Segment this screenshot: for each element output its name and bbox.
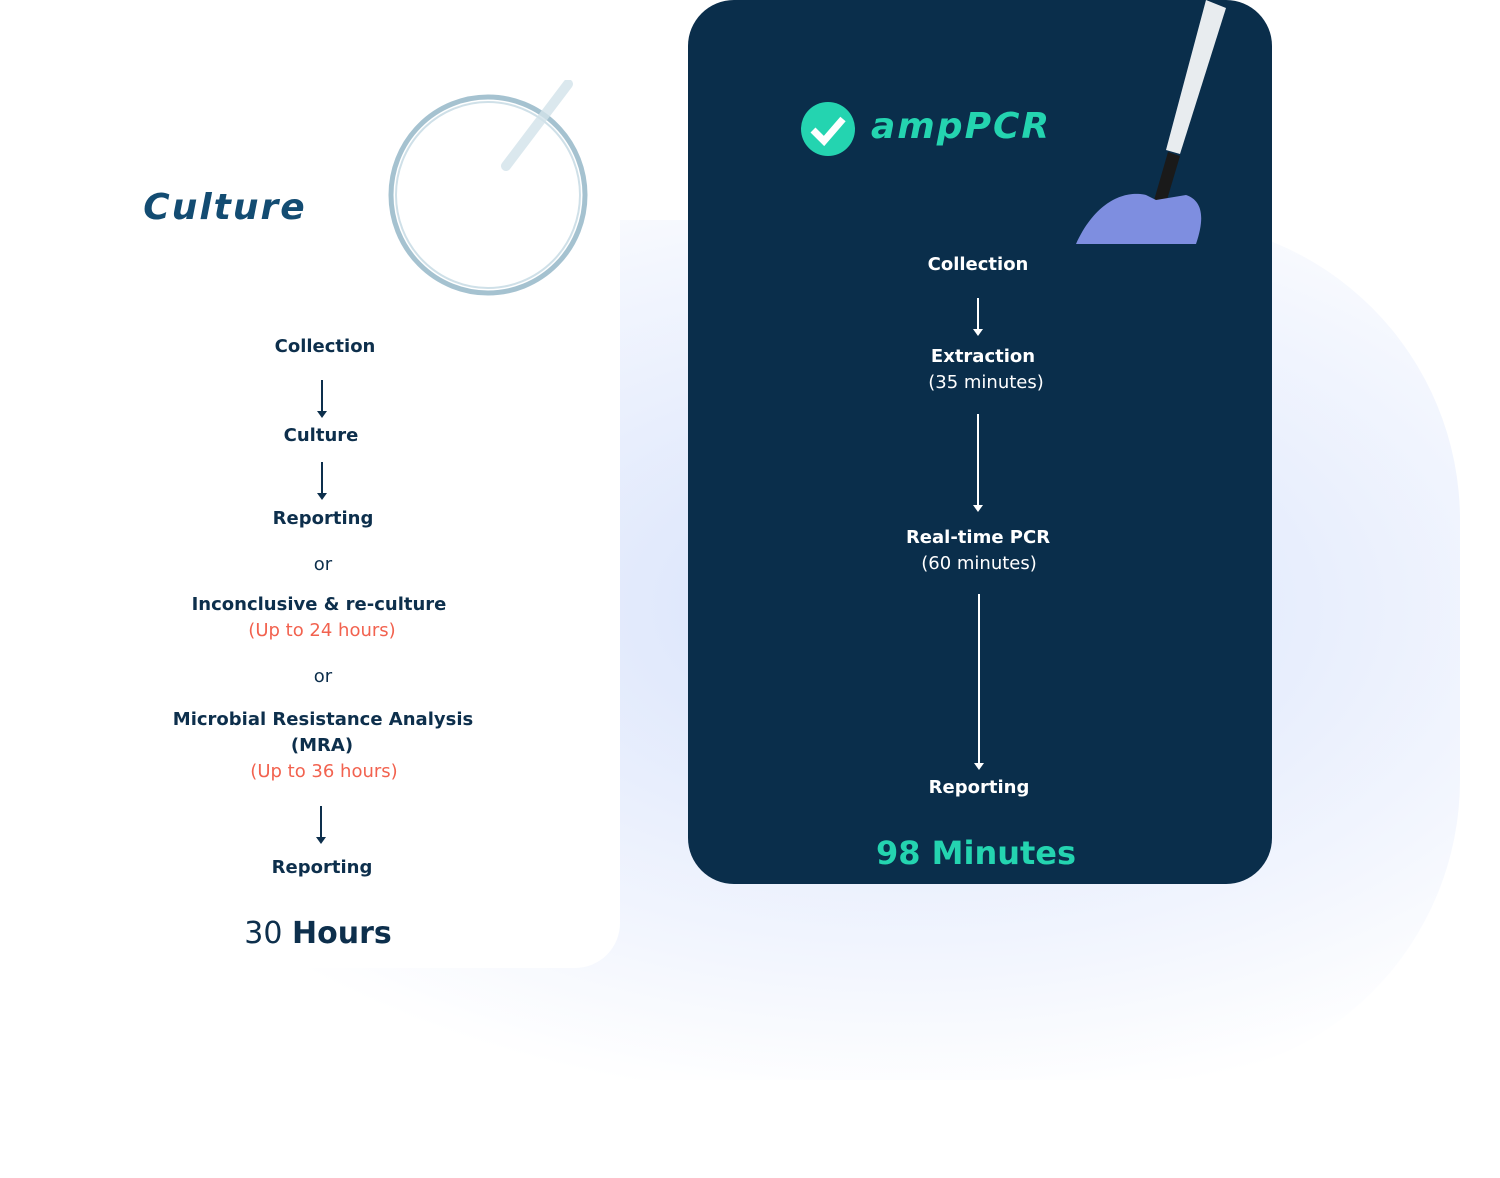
arrow-down-icon: [977, 414, 979, 510]
pcr-step-collection: Collection: [927, 254, 1029, 275]
inconclusive-time: (Up to 24 hours): [248, 620, 396, 641]
culture-card: Culture Collection Culture Reporting or …: [0, 0, 620, 968]
culture-step-collection: Collection: [274, 336, 376, 357]
mra-abbrev: (MRA): [290, 735, 354, 756]
pcr-extraction-time: (35 minutes): [928, 372, 1044, 393]
arrow-down-icon: [977, 298, 979, 334]
culture-step-reporting: Reporting: [272, 508, 374, 529]
pcr-step-reporting: Reporting: [928, 777, 1030, 798]
pcr-step-realtime: Real-time PCR: [905, 527, 1051, 548]
culture-step-culture: Culture: [283, 425, 359, 446]
pcr-step-extraction: Extraction: [930, 346, 1036, 367]
inconclusive-step: Inconclusive & re-culture: [191, 594, 447, 615]
culture-final-reporting: Reporting: [271, 857, 373, 878]
petri-dish-image: [388, 80, 588, 296]
pcr-total-time: 98 Minutes: [875, 834, 1077, 872]
arrow-down-icon: [321, 462, 323, 498]
check-circle-icon: [801, 102, 855, 156]
culture-total-time: 30 Hours: [244, 914, 391, 954]
pipette-image: [1076, 0, 1226, 244]
or-text: or: [313, 554, 333, 575]
culture-title: Culture: [143, 187, 307, 228]
amppcr-brand: ampPCR: [871, 106, 1052, 147]
pcr-realtime-time: (60 minutes): [921, 553, 1037, 574]
mra-time: (Up to 36 hours): [250, 761, 398, 782]
total-number: 30: [244, 916, 283, 951]
or-text: or: [313, 666, 333, 687]
amppcr-card: ampPCR Collection Extraction (35 minutes…: [688, 0, 1272, 884]
mra-step: Microbial Resistance Analysis: [172, 709, 474, 730]
total-unit: Hours: [292, 916, 392, 951]
arrow-down-icon: [978, 594, 980, 768]
arrow-down-icon: [320, 806, 322, 842]
arrow-down-icon: [321, 380, 323, 416]
